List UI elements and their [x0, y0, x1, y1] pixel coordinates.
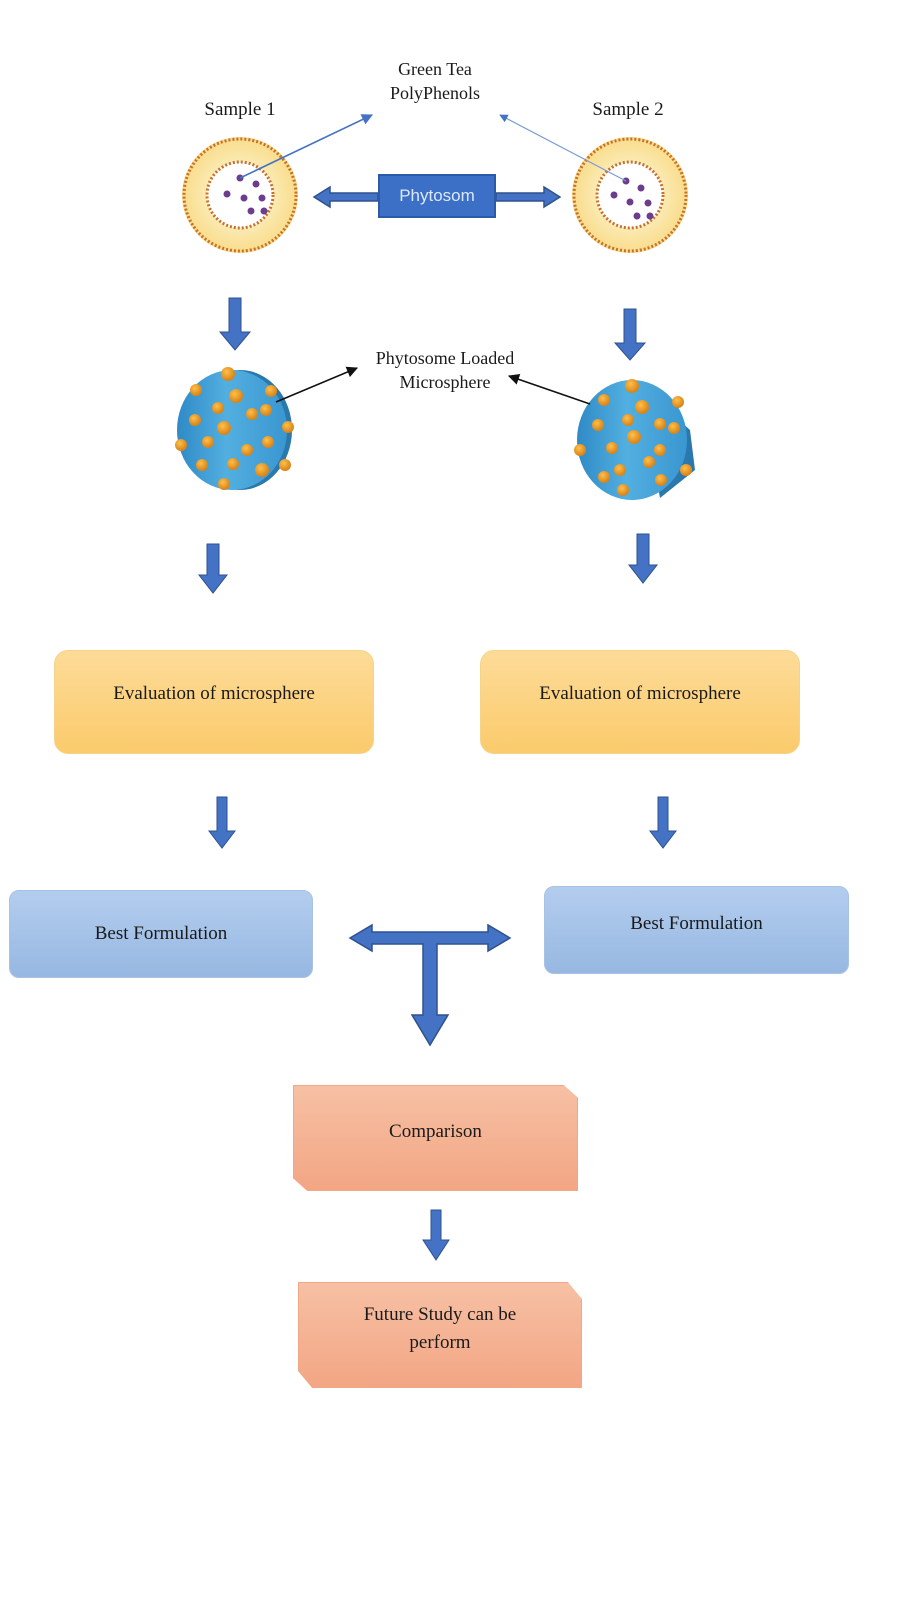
green-tea-polyphenols-label: Green Tea PolyPhenols [355, 57, 515, 106]
evaluation-box-left: Evaluation of microsphere [54, 650, 374, 754]
comparison-label: Comparison [389, 1121, 482, 1142]
best-formulation-box-right: Best Formulation [544, 886, 849, 974]
down-arrow-icon [218, 297, 252, 351]
evaluation-box-right: Evaluation of microsphere [480, 650, 800, 754]
down-arrow-icon [648, 796, 678, 849]
microsphere-sample-2-icon [574, 379, 695, 500]
pointer-arrow-microsphere-1 [275, 366, 359, 403]
microsphere-label: Phytosome Loaded Microsphere [350, 346, 540, 395]
pointer-arrow-sample-2 [499, 114, 627, 182]
comparison-box: Comparison [293, 1085, 578, 1191]
down-arrow-icon [627, 533, 659, 584]
microsphere-sample-1-icon [175, 367, 294, 490]
pointer-arrow-microsphere-2 [507, 374, 591, 405]
evaluation-left-label: Evaluation of microsphere [113, 683, 315, 704]
down-arrow-icon [207, 796, 237, 849]
phytosom-label: Phytosom [399, 186, 475, 205]
t-junction-arrow-icon [348, 923, 512, 1047]
liposome-sample-2-icon [572, 137, 688, 253]
microsphere-label-line1: Phytosome Loaded [375, 348, 515, 368]
pointer-arrow-sample-1 [239, 114, 374, 179]
microsphere-label-line2: Microsphere [399, 372, 491, 393]
green-tea-label-line1: Green Tea [398, 59, 472, 79]
best-formulation-box-left: Best Formulation [9, 890, 313, 978]
evaluation-right-label: Evaluation of microsphere [539, 683, 741, 704]
down-arrow-icon [613, 308, 647, 361]
future-study-label-line2: perform [409, 1331, 471, 1353]
phytosom-double-arrow-icon [312, 185, 562, 209]
future-study-label: Future Study can be perform [364, 1301, 517, 1356]
best-formulation-left-label: Best Formulation [94, 923, 228, 944]
down-arrow-icon [422, 1209, 450, 1261]
sample-1-label: Sample 1 [204, 99, 276, 120]
phytosom-box: Phytosom [378, 174, 496, 218]
liposome-sample-1-icon [182, 137, 298, 253]
future-study-label-line1: Future Study can be [363, 1304, 517, 1325]
future-study-box: Future Study can be perform [298, 1282, 582, 1388]
sample-2-label: Sample 2 [592, 99, 664, 120]
green-tea-label-line2: PolyPhenols [389, 83, 481, 104]
down-arrow-icon [197, 543, 229, 594]
best-formulation-right-label: Best Formulation [630, 913, 763, 934]
